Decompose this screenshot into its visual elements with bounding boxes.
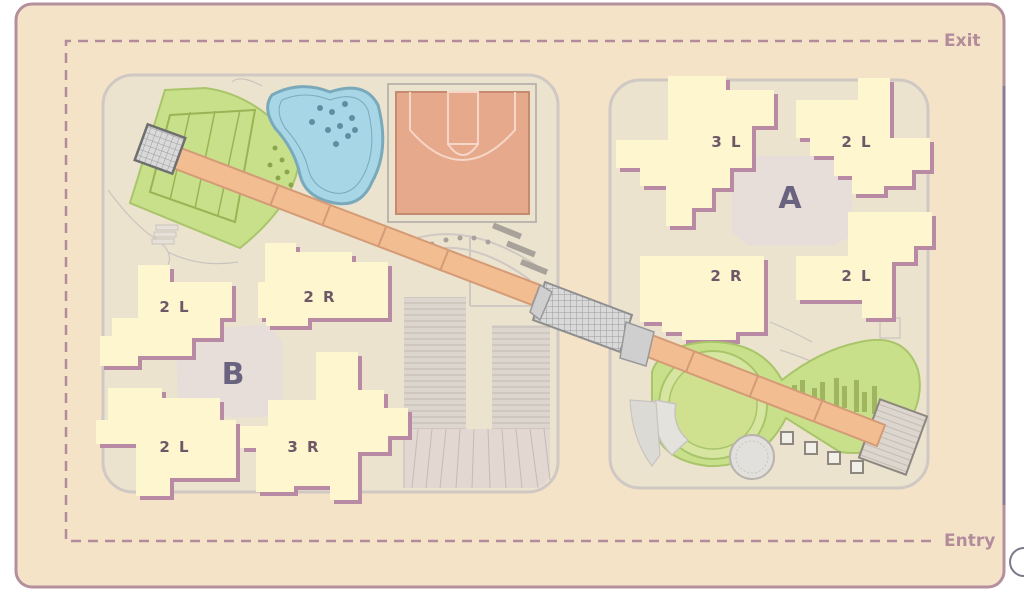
building-a2-label: 2 L [841,133,872,151]
building-b4-label: 3 R [287,438,320,456]
block-b-label: B [222,357,245,392]
building-b1: 2 L [100,265,236,370]
building-a4: 2 L [796,212,936,322]
building-a3-label: 2 R [710,267,743,285]
block-a-area: A 3 L 2 L 2 R 2 L [608,76,936,490]
building-a4-label: 2 L [841,267,872,285]
lawn-steps [151,224,179,245]
building-b2: 2 R [258,243,392,330]
edge-corner-mark [1009,547,1024,577]
block-a-label-tile: A [728,156,852,246]
building-b4: 3 R [240,352,412,504]
building-a3: 2 R [640,256,768,344]
circulation-route [64,39,938,543]
exit-label: Exit [944,31,981,51]
block-a-label: A [778,181,802,216]
block-b-label-tile: B [176,324,282,418]
basketball-court [387,83,537,223]
building-b1-label: 2 L [159,298,190,316]
sky-bridge [133,122,887,448]
building-a1-label: 3 L [711,133,742,151]
building-b2-label: 2 R [303,288,336,306]
entry-label: Entry [944,531,995,551]
swimming-pool [266,85,385,206]
amphitheatre-steps [403,297,551,489]
building-b3: 2 L [96,388,240,500]
building-b3-label: 2 L [159,438,190,456]
building-a2: 2 L [796,78,934,198]
building-a1: 3 L [616,76,778,230]
garden-bollards [780,431,864,474]
